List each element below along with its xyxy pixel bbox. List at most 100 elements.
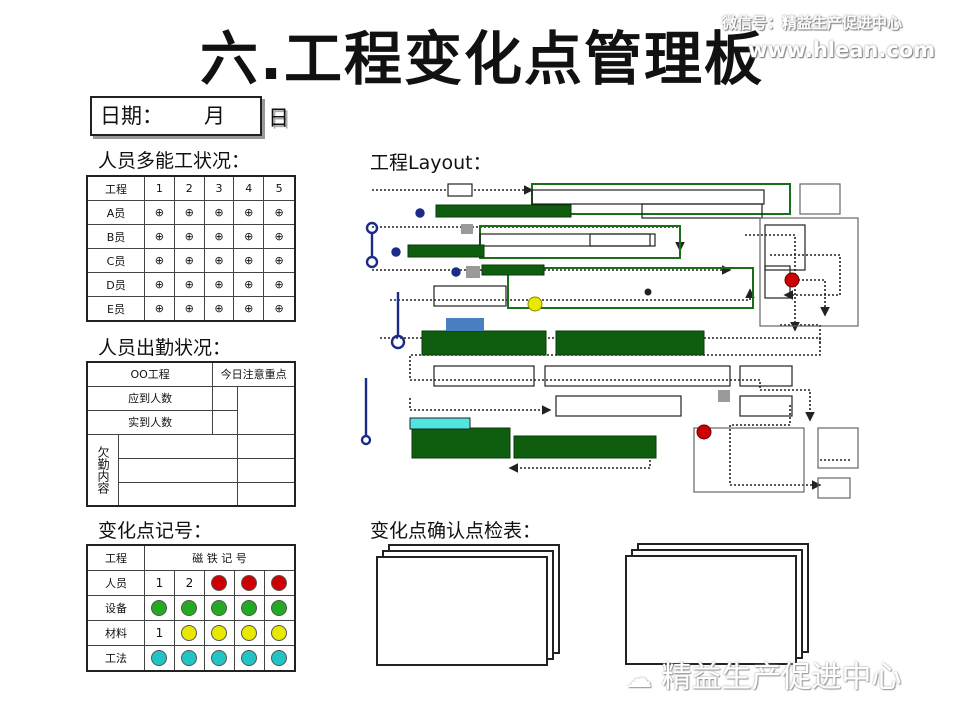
table-row: 人员 1 2 xyxy=(86,570,296,596)
absence-cell xyxy=(237,481,296,507)
skill-symbol: ⊕ xyxy=(263,200,296,225)
skill-table: 工程 1 2 3 4 5 A员⊕⊕⊕⊕⊕ B员⊕⊕⊕⊕⊕ C员⊕⊕⊕⊕⊕ D员⊕… xyxy=(86,175,296,322)
magnet-cyan-dot xyxy=(211,650,228,666)
attendance-actual-value xyxy=(212,409,239,435)
magnet-cyan-dot xyxy=(151,650,168,666)
worker-label: C员 xyxy=(86,248,145,273)
marks-cell xyxy=(144,595,175,621)
wechat-icon: ☁ xyxy=(626,664,652,694)
marks-cell xyxy=(203,620,235,646)
marks-cell: 1 xyxy=(144,620,175,646)
date-month: 月 xyxy=(204,104,225,128)
table-row: A员⊕⊕⊕⊕⊕ xyxy=(86,200,296,225)
checklist-sheet xyxy=(625,555,797,665)
machine-squares xyxy=(409,224,730,430)
worker-label: B员 xyxy=(86,224,145,249)
absence-cell xyxy=(237,457,296,483)
skill-symbol: ⊕ xyxy=(173,272,205,297)
date-box: 日期： 月 xyxy=(90,96,262,136)
watermark-url: www.hlean.com xyxy=(748,38,936,62)
magnet-green-dot xyxy=(211,600,228,616)
attendance-table: OO工程 今日注意重点 应到人数 实到人数 欠勤内容 xyxy=(86,361,296,507)
absence-cell xyxy=(237,433,296,459)
marks-cell xyxy=(233,570,265,596)
skill-symbol: ⊕ xyxy=(173,224,205,249)
table-row: 实到人数 xyxy=(86,409,295,435)
marks-cell xyxy=(233,620,265,646)
absence-cell xyxy=(117,481,239,507)
page-title: 六.工程变化点管理板 xyxy=(200,25,765,93)
skill-header-cell: 3 xyxy=(203,175,235,201)
marks-cell xyxy=(144,645,175,672)
skill-header-cell: 工程 xyxy=(86,175,145,201)
magnet-red-dot xyxy=(241,575,258,591)
marks-cell xyxy=(263,645,296,672)
magnet-yellow-dot xyxy=(211,625,228,641)
marks-cell: 2 xyxy=(173,570,205,596)
table-row: 工法 xyxy=(86,645,296,672)
marks-row-label: 设备 xyxy=(86,595,145,621)
magnet-yellow-dot xyxy=(181,625,198,641)
marks-cell xyxy=(263,570,296,596)
skill-symbol: ⊕ xyxy=(233,248,265,273)
magnet-cyan-dot xyxy=(181,650,198,666)
table-row: 应到人数 xyxy=(86,385,296,434)
skill-heading: 人员多能工状况： xyxy=(98,150,251,172)
marks-row-label: 人员 xyxy=(86,570,145,596)
table-row xyxy=(87,481,296,507)
attendance-notes: 今日注意重点 xyxy=(212,361,296,387)
marks-number: 1 xyxy=(155,576,164,590)
attendance-expected: 应到人数 xyxy=(86,385,214,411)
absence-cell xyxy=(117,433,239,459)
attendance-absence: 欠勤内容 xyxy=(86,433,119,507)
marks-cell xyxy=(173,620,205,646)
watermark-wechat: 微信号：精益生产促进中心 xyxy=(722,14,903,32)
magnet-green-dot xyxy=(271,600,288,616)
process-layout-diagram xyxy=(360,170,859,499)
marks-row-label: 工法 xyxy=(86,645,145,672)
side-boxes xyxy=(693,183,859,499)
skill-symbol: ⊕ xyxy=(233,200,265,225)
watermark-logo-text: 精益生产促进中心 xyxy=(661,660,902,695)
skill-symbol: ⊕ xyxy=(173,248,205,273)
marks-number: 1 xyxy=(155,626,164,640)
marks-row-label: 材料 xyxy=(86,620,145,646)
workers xyxy=(360,208,461,446)
marks-cell xyxy=(203,595,235,621)
skill-symbol: ⊕ xyxy=(144,248,175,273)
magnet-green-dot xyxy=(151,600,168,616)
table-row xyxy=(87,457,296,483)
marks-number: 2 xyxy=(185,576,194,590)
skill-symbol: ⊕ xyxy=(173,200,205,225)
magnet-yellow-dot xyxy=(241,625,258,641)
skill-symbol: ⊕ xyxy=(263,224,296,249)
skill-symbol: ⊕ xyxy=(203,224,235,249)
marks-cell xyxy=(233,645,265,672)
skill-symbol: ⊕ xyxy=(144,200,175,225)
skill-symbol: ⊕ xyxy=(263,248,296,273)
marks-heading: 变化点记号： xyxy=(98,520,213,542)
attendance-notes-area xyxy=(237,385,296,434)
skill-header-cell: 2 xyxy=(173,175,205,201)
magnet-red-dot xyxy=(211,575,228,591)
skill-symbol: ⊕ xyxy=(233,224,265,249)
table-row: D员⊕⊕⊕⊕⊕ xyxy=(86,272,296,297)
skill-symbol: ⊕ xyxy=(144,272,175,297)
absence-cell xyxy=(117,457,239,483)
table-row: 设备 xyxy=(86,595,296,621)
table-row: B员⊕⊕⊕⊕⊕ xyxy=(86,224,296,249)
marks-cell xyxy=(203,645,235,672)
skill-header-cell: 4 xyxy=(233,175,265,201)
skill-symbol: ⊕ xyxy=(263,296,296,322)
line-outlines xyxy=(433,183,793,417)
skill-symbol: ⊕ xyxy=(173,296,205,322)
marks-cell xyxy=(233,595,265,621)
attendance-actual-label: 实到人数 xyxy=(128,416,173,429)
table-row: E员⊕⊕⊕⊕⊕ xyxy=(86,296,296,322)
layout-heading: 工程Layout： xyxy=(370,152,492,174)
green-process-bars xyxy=(407,204,705,459)
marks-cell xyxy=(173,595,205,621)
skill-symbol: ⊕ xyxy=(144,296,175,322)
marks-cell xyxy=(263,595,296,621)
magnet-cyan-dot xyxy=(241,650,258,666)
